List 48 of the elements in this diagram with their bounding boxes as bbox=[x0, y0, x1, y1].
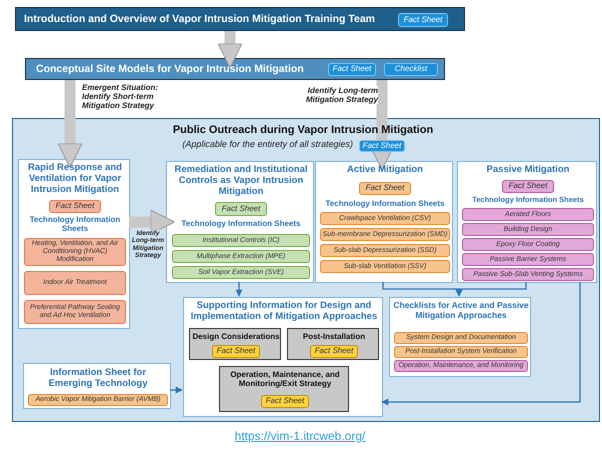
section-heading: Supporting Information for Design and Implementation of Mitigation Approaches bbox=[190, 301, 378, 323]
connector-arrow bbox=[381, 282, 581, 406]
subheading: Technology Information Sheets bbox=[28, 215, 122, 234]
fact-sheet-button: Fact Sheet bbox=[261, 395, 309, 408]
section-heading: Active Mitigation bbox=[346, 165, 424, 176]
connector-arrow bbox=[456, 282, 527, 297]
connector-arrow bbox=[170, 386, 183, 394]
fact-sheet-button: Fact Sheet bbox=[502, 180, 554, 193]
outreach-panel bbox=[12, 118, 600, 422]
strategy-panel bbox=[315, 161, 453, 283]
topic-card bbox=[287, 328, 379, 360]
section-heading: Operation, Maintenance, and Monitoring/Exit Strategy bbox=[229, 370, 341, 388]
section-heading: Rapid Response and Ventilation for Vapor Intrusion Mitigation bbox=[27, 163, 123, 196]
subheading: (Applicable for the entirety of all strategies) bbox=[181, 139, 353, 150]
connector-arrow bbox=[236, 282, 242, 297]
section-heading: Remediation and Institutional Controls as Vapor Intrusion Mitigation bbox=[173, 165, 308, 198]
section-heading: Checklists for Active and Passive Mitigation Approaches bbox=[393, 301, 529, 321]
title-banner bbox=[15, 7, 465, 31]
subheading: Technology Information Sheets bbox=[180, 219, 302, 228]
strategy-panel bbox=[457, 161, 597, 283]
section-banner bbox=[25, 58, 445, 80]
support-panel bbox=[183, 297, 383, 417]
fact-sheet-button: Fact Sheet bbox=[359, 140, 405, 152]
section-heading: Post-Installation bbox=[302, 332, 366, 342]
section-heading: Information Sheet for Emerging Technology bbox=[47, 368, 149, 390]
section-heading: Passive Mitigation bbox=[486, 165, 570, 176]
section-heading: Design Considerations bbox=[192, 332, 280, 342]
fact-sheet-button: Fact Sheet bbox=[328, 63, 376, 76]
topic-card bbox=[219, 366, 349, 412]
fact-sheet-button: Fact Sheet bbox=[398, 13, 448, 27]
section-heading: Conceptual Site Models for Vapor Intrusion Mitigation bbox=[36, 63, 305, 76]
fact-sheet-button: Fact Sheet bbox=[310, 345, 358, 358]
subheading: Technology Information Sheets bbox=[324, 199, 446, 208]
fact-sheet-button: Fact Sheet bbox=[212, 345, 260, 358]
checklist-button: Checklist bbox=[384, 63, 438, 76]
info-panel bbox=[23, 363, 171, 409]
topic-card bbox=[189, 328, 281, 360]
block-arrow bbox=[58, 80, 82, 168]
block-arrow bbox=[218, 31, 242, 68]
strategy-panel bbox=[18, 159, 130, 329]
checklist-panel bbox=[389, 297, 531, 377]
fact-sheet-button: Fact Sheet bbox=[359, 182, 411, 195]
fact-sheet-button: Fact Sheet bbox=[49, 200, 101, 213]
section-heading: Public Outreach during Vapor Intrusion Mitigation bbox=[172, 124, 434, 137]
caption-link: https://vim-1.itrcweb.org/ bbox=[234, 430, 366, 444]
fact-sheet-button: Fact Sheet bbox=[215, 202, 267, 216]
strategy-panel bbox=[166, 161, 314, 283]
section-heading: Introduction and Overview of Vapor Intrusion Mitigation Training Team bbox=[24, 13, 376, 26]
